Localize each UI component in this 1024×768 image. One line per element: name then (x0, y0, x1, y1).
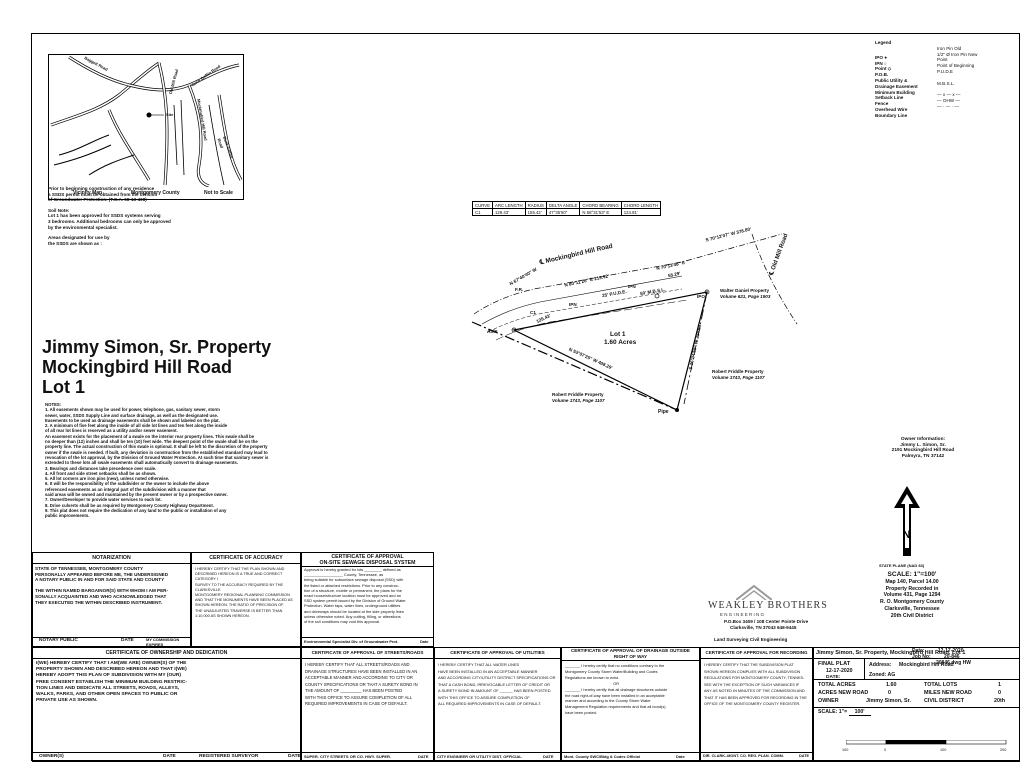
scale-bar (846, 740, 1007, 745)
ssds-note: Prior to beginning construction of any r… (48, 186, 171, 246)
legend-row: Fence— x — x — (875, 92, 961, 107)
scale-bar-label: 100 (940, 748, 947, 752)
scale-bar-label: 100 (842, 748, 849, 752)
vicinity-map: Baggett Road Old Mill Road Buck Griffin … (48, 54, 244, 200)
legend-row: Point ◇Point (875, 57, 948, 72)
ownership-certificate: CERTIFICATE OF OWNERSHIP AND DEDICATION … (32, 647, 301, 762)
streets-certificate: CERTIFICATE OF APPROVAL OF STREETS/ROADS… (301, 647, 434, 762)
ipn-label: IPN (569, 302, 577, 307)
state-plane-label: STATE PLANE (NAD 83) (879, 563, 925, 568)
firm-services: Land Surveying Civil Engineering (714, 637, 788, 642)
title-block: Jimmy Simon, Sr. Property, Mockingbird H… (813, 647, 1020, 762)
drainage-certificate: CERTIFICATE OF APPROVAL OF DRAINAGE OUTS… (561, 647, 700, 762)
plat-sheet: Baggett Road Old Mill Road Buck Griffin … (31, 33, 1020, 762)
vicinity-site-label: Site (166, 112, 174, 117)
plat-plan-drawing (471, 233, 798, 412)
vicinity-map-drawing (50, 55, 243, 187)
legend-row: IPN ○1/2" Ø Iron Pin New (875, 51, 978, 66)
legend-row: P.O.B.Point of Beginning (875, 63, 975, 78)
fr-label: F.R. (515, 287, 524, 292)
accuracy-certificate: CERTIFICATE OF ACCURACY I HEREBY CERTIFY… (191, 552, 301, 647)
recording-certificate: CERTIFICATE OF APPROVAL FOR RECORDING I … (700, 647, 813, 762)
legend-row: IPO ●Iron Pin Old (875, 45, 962, 60)
firm-sub: E N G I N E E R I N G (720, 612, 765, 617)
scale-bar-label: 0 (884, 748, 887, 752)
sewage-certificate: CERTIFICATE OF APPROVAL ON-SITE SEWAGE D… (301, 552, 434, 647)
ipo-label: IPO (697, 294, 705, 299)
firm-address: P.O.Box 3409 / 108 Center Pointe Drive (724, 619, 809, 624)
scale-bar-label: 200 (1000, 748, 1007, 752)
firm-logo-icon (736, 584, 772, 600)
pipe-label: Pipe (658, 409, 669, 415)
title-block-title: Jimmy Simon, Sr. Property, Mockingbird H… (816, 650, 966, 656)
lot-label: Lot 1 (610, 331, 626, 338)
utilities-certificate: CERTIFICATE OF APPROVAL OF UTILITIES I H… (434, 647, 561, 762)
axle-label: Axle (487, 329, 498, 335)
legend-row: Drainage Easement (875, 83, 918, 89)
vicinity-caption: Not to Scale (204, 190, 233, 196)
ipn-label: IPN (628, 284, 636, 289)
vicinity-caption: Montgomery County (131, 190, 180, 196)
owner-info: Owner Information: Jimmy L. Simon, Sr. 2… (891, 437, 955, 459)
firm-address: Clarksville, TN 37043 648-9445 (730, 625, 797, 630)
north-arrow-icon: N (894, 486, 920, 556)
legend-row: Public Utility &P.U.D.E (875, 68, 953, 83)
recording-info: SCALE: 1"=100' Map 140, Parcel 14.00 Pro… (880, 571, 944, 619)
vicinity-caption: Vicinity Map (73, 190, 103, 196)
legend-row: Setback Line (875, 95, 904, 101)
notes-block: NOTES: 1. All easements shown may be use… (45, 402, 269, 519)
notarization-certificate: NOTARIZATION STATE OF TENNESSEE, MONTGOM… (32, 552, 191, 647)
bearing-label: C1 (530, 310, 536, 315)
legend-row: Boundary Line— · — · — (875, 103, 959, 118)
date-job-block: Date: 12-17-2020 Job No: 20-846 20846.dw… (912, 648, 972, 667)
plat-title: Jimmy Simon, Sr. Property Mockingbird Hi… (42, 337, 272, 397)
svg-text:N: N (903, 529, 911, 541)
lot-acres: 1.60 Acres (604, 339, 637, 346)
legend-row: Overhead Wire— OHW — (875, 97, 960, 112)
firm-name: WEAKLEY BROTHERS (708, 600, 828, 611)
